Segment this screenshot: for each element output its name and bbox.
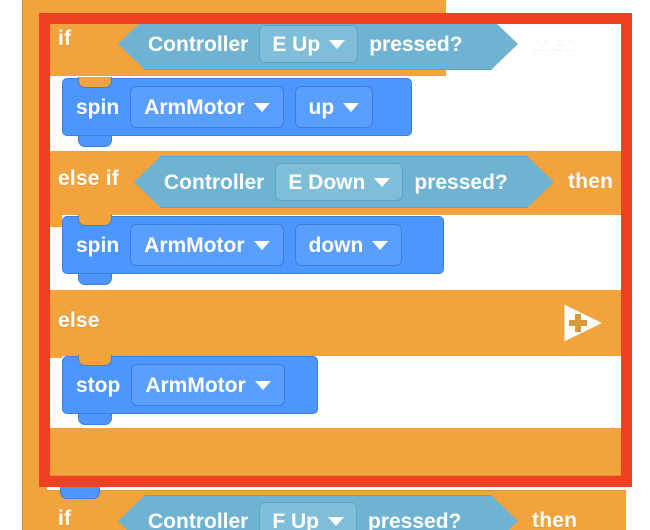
direction-dropdown-value: up <box>308 95 335 119</box>
outer-enclosing-block-spine[interactable] <box>22 0 47 530</box>
controller-label: Controller <box>164 170 265 194</box>
button-dropdown-value: E Down <box>288 170 366 194</box>
block-bump <box>78 136 112 147</box>
if-then-label: then <box>532 32 578 55</box>
direction-dropdown[interactable]: up <box>294 86 374 128</box>
pressed-predicate-label: pressed? <box>368 509 462 530</box>
if-keyword-label: if <box>58 27 72 50</box>
block-notch <box>78 215 112 226</box>
chevron-down-icon <box>253 102 270 112</box>
pressed-predicate-label: pressed? <box>414 170 508 194</box>
spin-verb-label: spin <box>76 95 120 119</box>
block-bump <box>78 414 112 425</box>
button-dropdown-value: F Up <box>272 509 319 530</box>
if-block-closing-bar[interactable] <box>46 428 626 476</box>
condition-block-f-up[interactable]: Controller F Up pressed? <box>118 495 518 530</box>
block-bump <box>78 274 112 285</box>
controller-label: Controller <box>148 509 249 530</box>
chevron-down-icon <box>253 240 270 250</box>
block-notch <box>78 355 112 366</box>
condition-block-e-up[interactable]: Controller E Up pressed? <box>118 18 518 70</box>
chevron-down-icon <box>372 240 389 250</box>
spin-armmotor-down-block[interactable]: spin ArmMotor down <box>62 215 444 285</box>
next-block-notch <box>60 487 100 499</box>
else-if-keyword-label: else if <box>58 167 119 190</box>
else-row-header-bar[interactable] <box>46 290 626 358</box>
stop-armmotor-block[interactable]: stop ArmMotor <box>62 355 318 425</box>
stop-verb-label: stop <box>76 373 121 397</box>
chevron-down-icon <box>254 380 271 390</box>
motor-dropdown-value: ArmMotor <box>145 373 246 397</box>
button-dropdown-e-up[interactable]: E Up <box>259 25 359 63</box>
chevron-down-icon <box>374 177 391 187</box>
chevron-down-icon <box>329 39 346 49</box>
motor-dropdown-value: ArmMotor <box>144 233 245 257</box>
spin-verb-label: spin <box>76 233 120 257</box>
motor-dropdown[interactable]: ArmMotor <box>130 224 284 266</box>
next-if-then-label: then <box>532 509 578 530</box>
elseif-then-label: then <box>568 170 614 193</box>
condition-block-e-down[interactable]: Controller E Down pressed? <box>134 156 554 208</box>
controller-label: Controller <box>148 32 249 56</box>
chevron-down-icon <box>343 102 360 112</box>
else-keyword-label: else <box>58 309 100 332</box>
block-notch <box>78 77 112 88</box>
button-dropdown-value: E Up <box>272 32 321 56</box>
add-branch-arrow-icon[interactable] <box>562 303 602 343</box>
button-dropdown-f-up[interactable]: F Up <box>259 502 357 530</box>
next-if-keyword-label: if <box>58 507 72 530</box>
motor-dropdown-value: ArmMotor <box>144 95 245 119</box>
direction-dropdown[interactable]: down <box>294 224 403 266</box>
spin-armmotor-up-block[interactable]: spin ArmMotor up <box>62 77 412 147</box>
if-elseif-else-block[interactable]: if Controller E Up pressed? then spin <box>46 0 626 498</box>
chevron-down-icon <box>328 516 344 526</box>
pressed-predicate-label: pressed? <box>369 32 463 56</box>
motor-dropdown[interactable]: ArmMotor <box>130 86 284 128</box>
button-dropdown-e-down[interactable]: E Down <box>275 163 404 201</box>
direction-dropdown-value: down <box>308 233 364 257</box>
motor-dropdown[interactable]: ArmMotor <box>131 364 285 406</box>
